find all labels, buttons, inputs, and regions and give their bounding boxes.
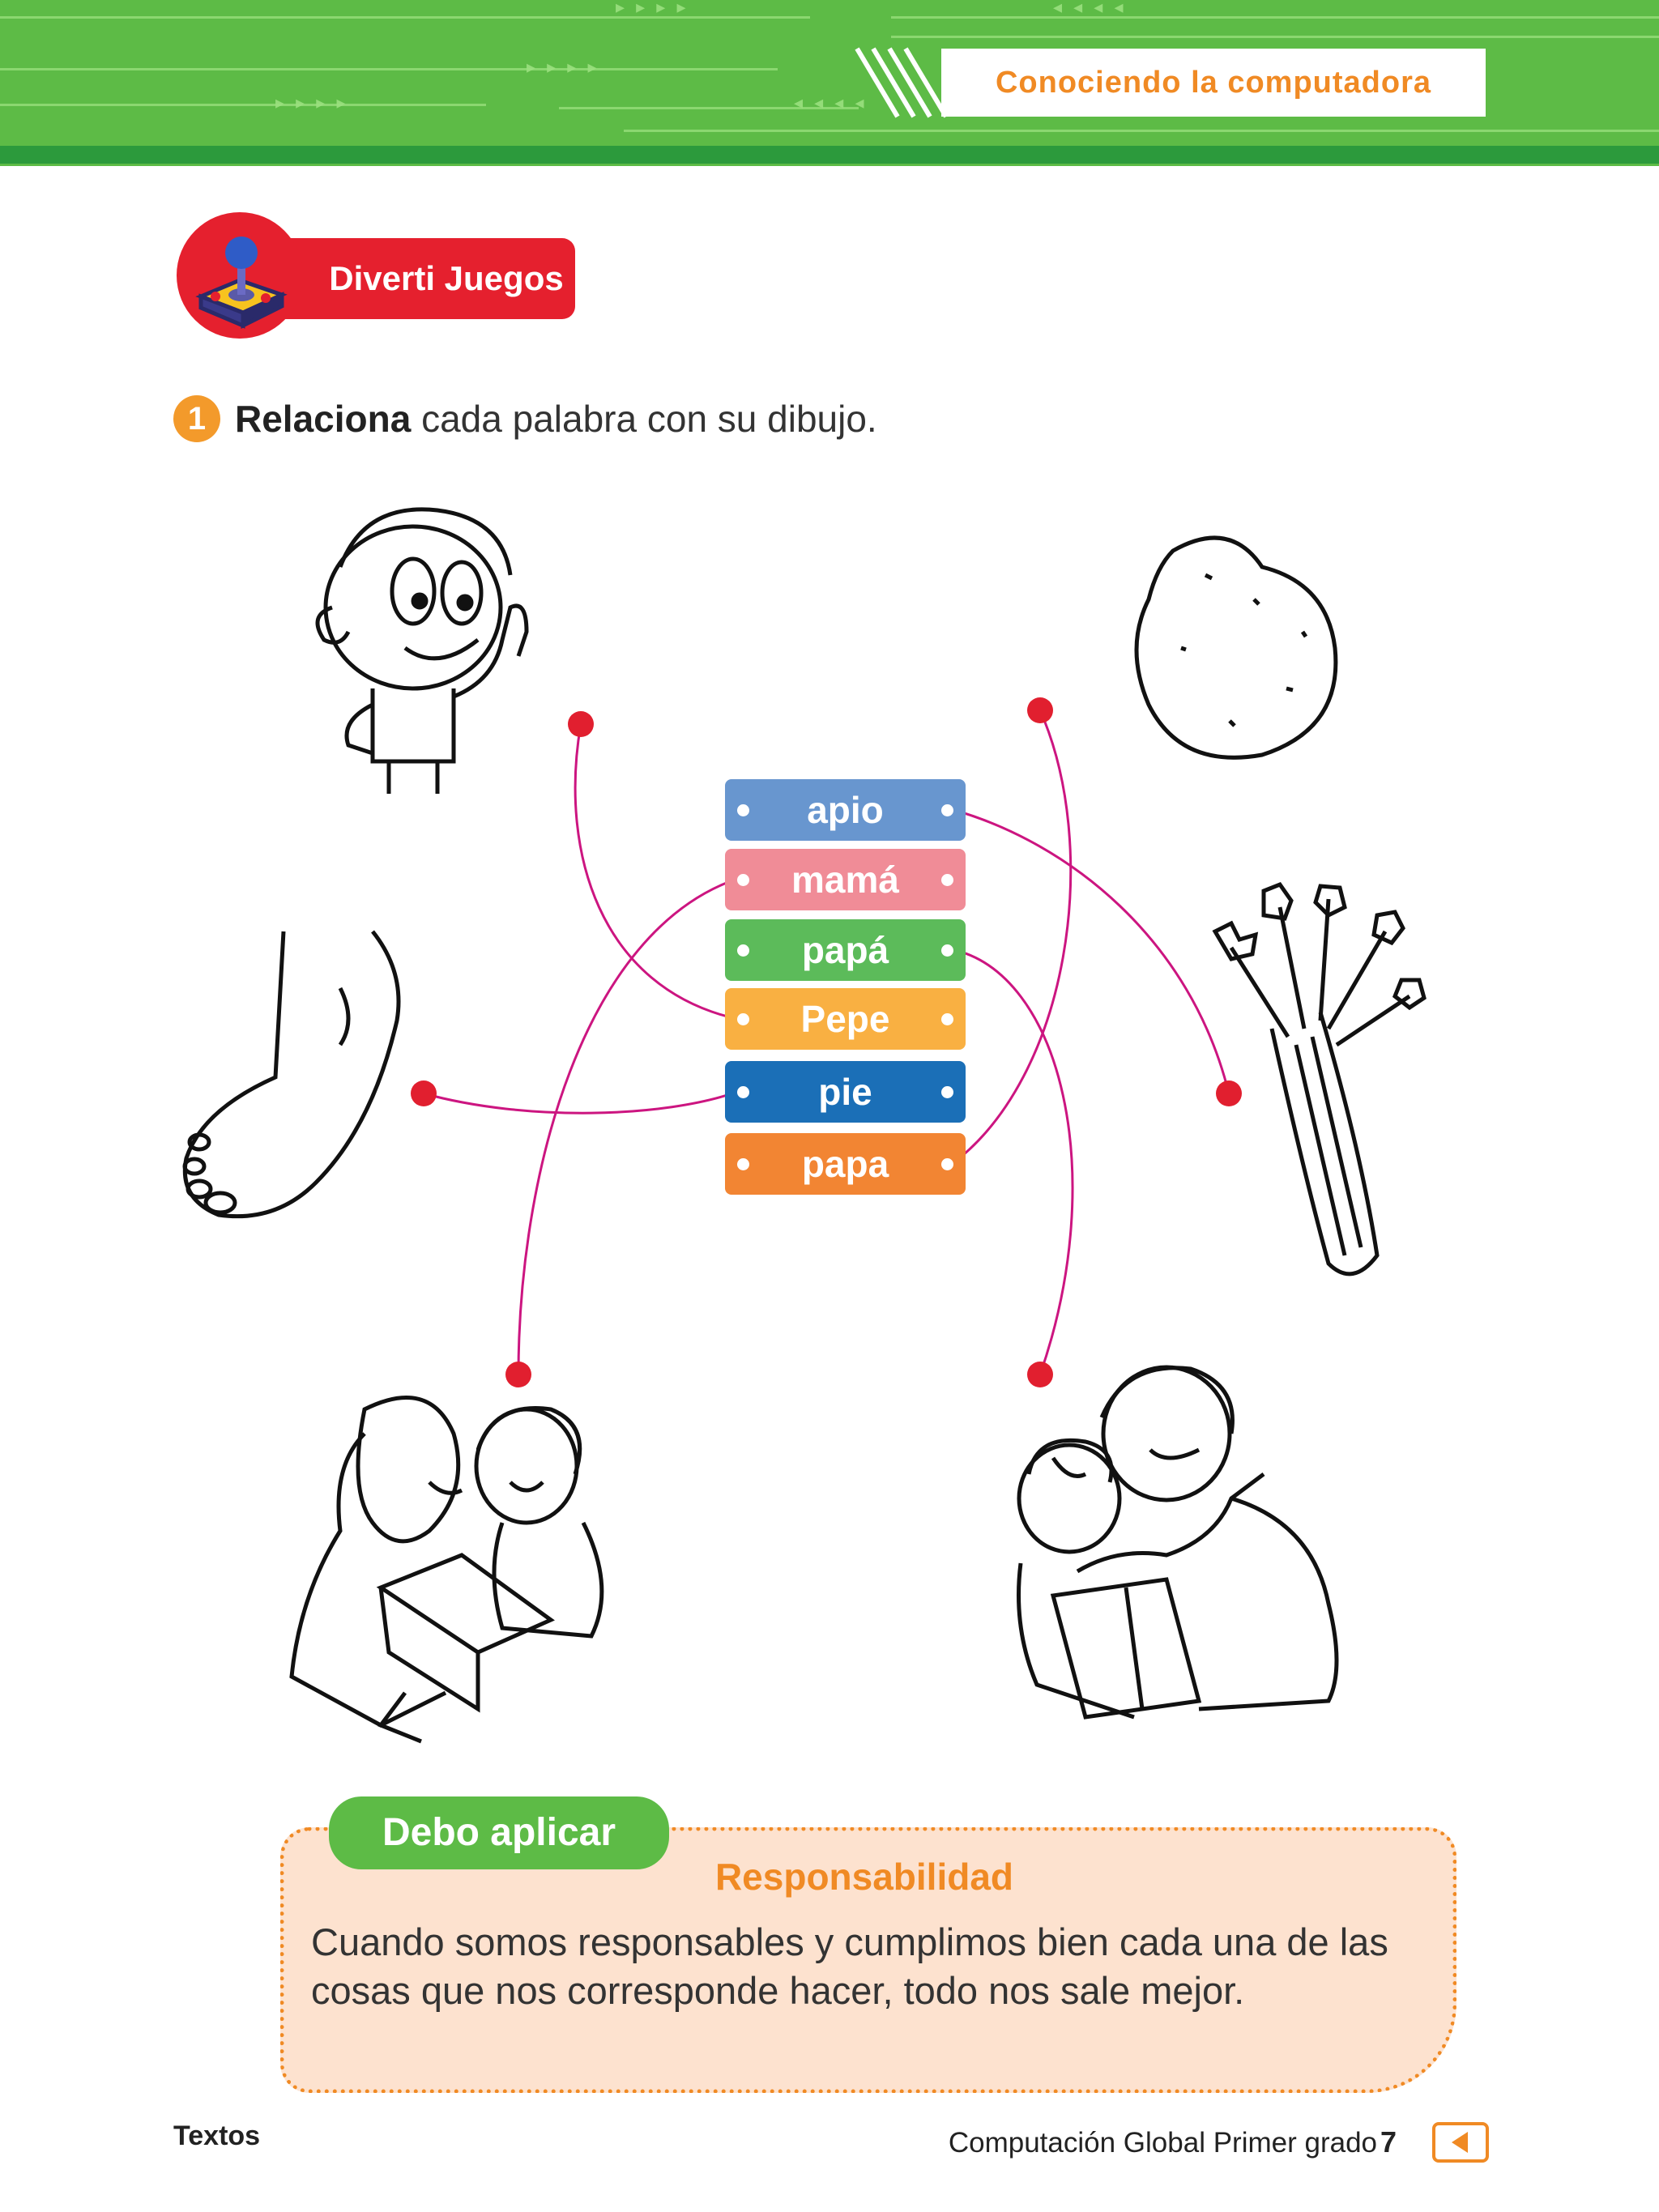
back-button[interactable]	[1432, 2122, 1489, 2163]
joystick-icon	[195, 237, 288, 330]
value-tab-label: Debo aplicar	[382, 1811, 616, 1854]
word-dot-left[interactable]	[737, 944, 749, 957]
page-number: 7	[1380, 2125, 1397, 2159]
mother-daughter-drawing	[289, 1396, 604, 1744]
potato-drawing	[1134, 535, 1338, 760]
triangle-left-icon	[1452, 2132, 1468, 2153]
instruction-verb: Relaciona	[235, 398, 412, 440]
activity-instruction: Relaciona cada palabra con su dibujo.	[235, 390, 877, 447]
value-box	[280, 1827, 1456, 2093]
word-label: Pepe	[800, 998, 890, 1040]
connector-papa-potato	[950, 710, 1073, 1166]
section-badge	[267, 238, 575, 319]
word-card-apio[interactable]: apio	[725, 779, 966, 841]
connector-apio	[950, 808, 1230, 1094]
word-dot-left[interactable]	[737, 804, 749, 816]
word-dot-left[interactable]	[737, 1086, 749, 1098]
word-label: pie	[818, 1071, 872, 1113]
section-badge-label: Diverti Juegos	[329, 259, 564, 297]
footer-book-title: Computación Global Primer grado	[948, 2127, 1377, 2159]
value-title: Responsabilidad	[714, 1856, 1014, 1898]
badge-icon-circle	[177, 212, 303, 339]
dot-foot-drawing[interactable]	[411, 1080, 437, 1106]
boy-pepe-drawing	[315, 507, 529, 794]
word-label: mamá	[791, 859, 899, 901]
value-tab	[329, 1796, 669, 1869]
dot-pepe-drawing[interactable]	[568, 711, 594, 737]
word-dot-right[interactable]	[941, 1158, 953, 1170]
header-dark-stripe	[0, 146, 1659, 164]
word-card-pie[interactable]: pie	[725, 1061, 966, 1123]
word-label: papa	[801, 1143, 889, 1185]
word-label: apio	[807, 789, 884, 831]
connector-mama	[517, 877, 738, 1375]
dot-mother-drawing[interactable]	[505, 1362, 531, 1387]
connector-pie	[423, 1090, 738, 1115]
word-card-mama[interactable]: mamá	[725, 849, 966, 910]
word-dot-right[interactable]	[941, 1013, 953, 1025]
word-dot-left[interactable]	[737, 1013, 749, 1025]
word-card-pepe[interactable]: Pepe	[725, 988, 966, 1050]
word-dot-right[interactable]	[941, 944, 953, 957]
footer-publisher: Textos	[173, 2120, 261, 2151]
word-dot-right[interactable]	[941, 804, 953, 816]
dot-potato-drawing[interactable]	[1027, 697, 1053, 723]
value-text: Cuando somos responsables y cumplimos bi…	[311, 1920, 1388, 2012]
instruction-text: cada palabra con su dibujo.	[411, 398, 877, 440]
word-dot-right[interactable]	[941, 874, 953, 886]
dot-celery-drawing[interactable]	[1216, 1080, 1242, 1106]
celery-drawing	[1212, 881, 1427, 1276]
connector-papa-dad	[950, 948, 1074, 1375]
foot-drawing	[182, 930, 401, 1219]
word-dot-right[interactable]	[941, 1086, 953, 1098]
word-dot-left[interactable]	[737, 874, 749, 886]
connector-pepe	[574, 723, 738, 1021]
section-title: Conociendo la computadora	[995, 66, 1432, 100]
dot-father-drawing[interactable]	[1027, 1362, 1053, 1387]
word-card-papa[interactable]: papa	[725, 1133, 966, 1195]
word-label: papá	[801, 929, 889, 971]
word-card-papa-accent[interactable]: papá	[725, 919, 966, 981]
father-son-drawing	[1017, 1365, 1339, 1720]
word-dot-left[interactable]	[737, 1158, 749, 1170]
section-tab	[941, 49, 1486, 117]
header-slash-stripes	[855, 47, 949, 118]
activity-number: 1	[173, 395, 220, 442]
